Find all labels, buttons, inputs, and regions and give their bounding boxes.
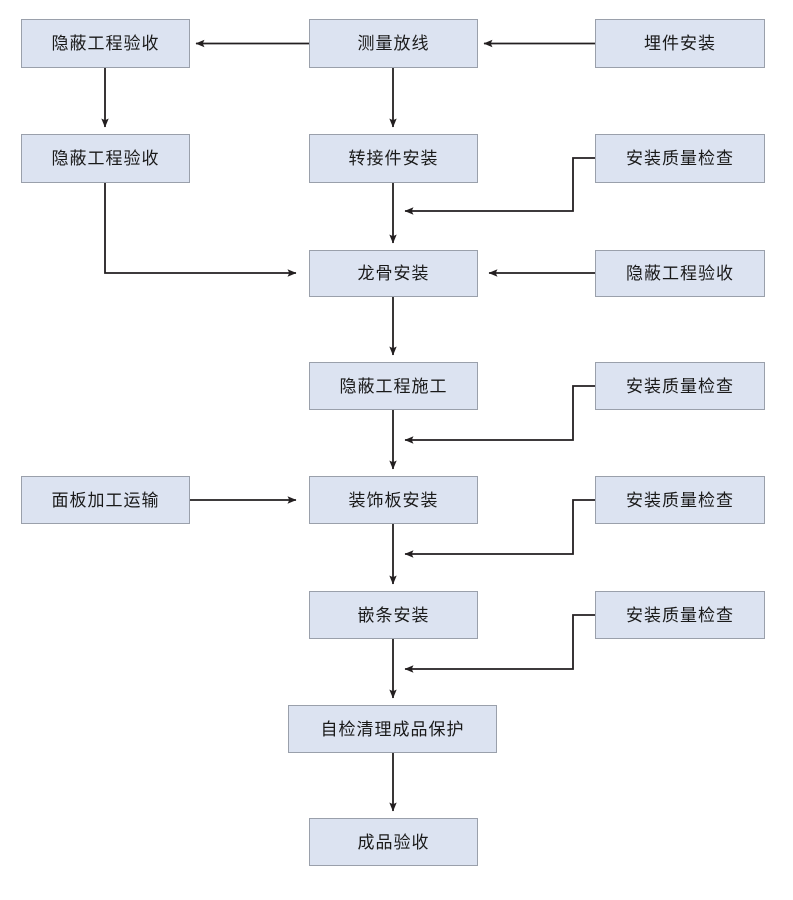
flow-node-n17[interactable]: 成品验收 <box>309 818 478 866</box>
flow-node-n3[interactable]: 埋件安装 <box>595 19 765 68</box>
flow-node-n13[interactable]: 安装质量检查 <box>595 476 765 524</box>
flow-node-label: 成品验收 <box>357 832 430 852</box>
flow-node-n2[interactable]: 测量放线 <box>309 19 478 68</box>
flow-node-label: 隐蔽工程验收 <box>626 264 734 283</box>
flow-node-n6[interactable]: 安装质量检查 <box>595 134 765 183</box>
flow-node-n11[interactable]: 面板加工运输 <box>21 476 190 524</box>
flow-node-n10[interactable]: 安装质量检查 <box>595 362 765 410</box>
flow-node-n16[interactable]: 自检清理成品保护 <box>288 705 497 753</box>
flow-node-n15[interactable]: 安装质量检查 <box>595 591 765 639</box>
flow-node-n9[interactable]: 隐蔽工程施工 <box>309 362 478 410</box>
flow-node-n14[interactable]: 嵌条安装 <box>309 591 478 639</box>
flow-node-label: 埋件安装 <box>644 34 716 53</box>
flow-node-label: 龙骨安装 <box>357 264 430 283</box>
flow-node-label: 装饰板安装 <box>348 490 439 510</box>
flow-node-n1[interactable]: 隐蔽工程验收 <box>21 19 190 68</box>
flow-node-label: 面板加工运输 <box>51 490 160 510</box>
flow-node-label: 安装质量检查 <box>626 490 734 510</box>
flow-node-n5[interactable]: 转接件安装 <box>309 134 478 183</box>
flow-node-label: 安装质量检查 <box>626 149 734 168</box>
flow-node-label: 嵌条安装 <box>357 605 430 625</box>
flow-node-label: 隐蔽工程验收 <box>51 149 160 168</box>
flow-node-label: 安装质量检查 <box>626 605 734 625</box>
flow-node-n7[interactable]: 龙骨安装 <box>309 250 478 297</box>
flow-node-label: 测量放线 <box>357 34 430 53</box>
flow-node-label: 自检清理成品保护 <box>320 719 465 739</box>
flow-node-n4[interactable]: 隐蔽工程验收 <box>21 134 190 183</box>
connector-e7 <box>104 183 297 277</box>
flow-node-label: 隐蔽工程验收 <box>51 34 160 53</box>
flow-node-n8[interactable]: 隐蔽工程验收 <box>595 250 765 297</box>
flow-node-n12[interactable]: 装饰板安装 <box>309 476 478 524</box>
flow-node-label: 安装质量检查 <box>626 376 734 396</box>
flow-node-label: 隐蔽工程施工 <box>339 376 448 396</box>
flow-node-label: 转接件安装 <box>348 149 439 168</box>
